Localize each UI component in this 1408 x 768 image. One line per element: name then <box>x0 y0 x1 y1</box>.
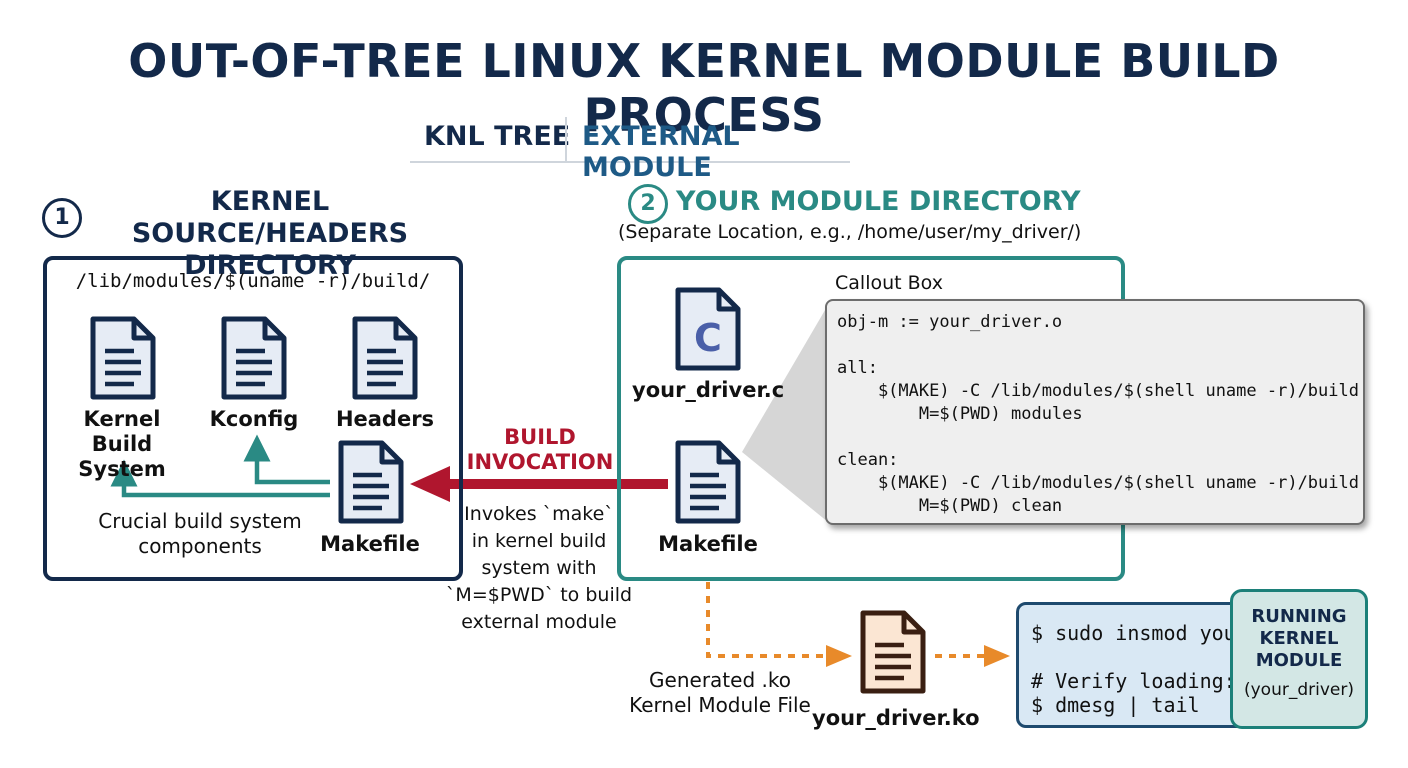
tab-external-module[interactable]: EXTERNAL MODULE <box>582 121 740 183</box>
kernel-build-system-label-line1: Kernel Build <box>83 407 161 456</box>
code-line: $(MAKE) -C /lib/modules/$(shell uname -r… <box>837 473 1359 493</box>
kernel-build-system-file[interactable] <box>90 316 156 405</box>
kernel-source-box <box>43 256 463 581</box>
kernel-build-system-label-line2: System <box>78 457 166 481</box>
build-invocation-note-line3: system with <box>481 557 597 579</box>
code-line <box>837 426 1363 449</box>
terminal-line: # Verify loading: <box>1031 669 1236 693</box>
kernel-section-title-line1: KERNEL SOURCE/HEADERS <box>131 186 409 249</box>
build-invocation-label: BUILD INVOCATION <box>450 425 630 475</box>
document-icon <box>90 316 156 400</box>
driver-source-file[interactable]: C <box>675 287 741 376</box>
ko-file-icon <box>860 610 926 694</box>
step-number-1: 1 <box>42 198 82 238</box>
kconfig-file[interactable] <box>221 316 287 405</box>
running-subtitle: (your_driver) <box>1243 680 1354 700</box>
code-line: obj-m := your_driver.o <box>837 312 1063 332</box>
callout-box-label: Callout Box <box>835 272 943 294</box>
module-section-title: YOUR MODULE DIRECTORY <box>676 186 1081 217</box>
code-line: all: <box>837 358 878 378</box>
document-icon <box>338 440 404 524</box>
dotted-arrow-shaft <box>706 582 826 658</box>
document-icon <box>221 316 287 400</box>
kernel-makefile-label: Makefile <box>320 532 420 556</box>
tab-knl-tree[interactable]: KNL TREE <box>424 121 571 152</box>
code-line: clean: <box>837 450 899 470</box>
ko-module-file[interactable] <box>860 610 926 699</box>
running-title-line1: RUNNING <box>1251 606 1347 627</box>
tab-separator <box>565 117 567 161</box>
kconfig-label: Kconfig <box>209 407 299 431</box>
arrowhead-to-terminal <box>984 645 1010 667</box>
kernel-components-note-line2: components <box>138 534 262 558</box>
code-line: M=$(PWD) clean <box>837 496 1063 516</box>
build-invocation-label-line2: INVOCATION <box>466 450 614 474</box>
terminal-line: $ dmesg | tail <box>1031 693 1200 717</box>
ko-file-label: your_driver.ko <box>812 706 980 730</box>
step-number-2: 2 <box>628 184 668 224</box>
build-invocation-note-line1: Invokes `make` <box>464 503 614 525</box>
module-makefile-label: Makefile <box>658 532 758 556</box>
build-invocation-note: Invokes `make` in kernel build system wi… <box>444 501 634 636</box>
generated-ko-note: Generated .ko Kernel Module File <box>610 668 830 718</box>
driver-source-label: your_driver.c <box>632 378 785 402</box>
build-invocation-note-line4: `M=$PWD` to build <box>445 584 633 606</box>
generated-ko-note-line1: Generated .ko <box>649 668 791 692</box>
build-invocation-note-line2: in kernel build <box>471 530 607 552</box>
kernel-section-title-line2: DIRECTORY <box>184 250 356 281</box>
build-invocation-label-line1: BUILD <box>504 425 576 449</box>
code-line <box>837 334 1363 357</box>
kernel-build-system-label: Kernel Build System <box>54 407 190 482</box>
code-line: M=$(PWD) modules <box>837 404 1083 424</box>
page-title: OUT-OF-TREE LINUX KERNEL MODULE BUILD PR… <box>128 34 1280 142</box>
kernel-makefile-file[interactable] <box>338 440 404 529</box>
tab-bar: KNL TREE EXTERNAL MODULE <box>410 117 850 183</box>
callout-pointer <box>742 305 828 522</box>
headers-file[interactable] <box>352 316 418 405</box>
headers-label: Headers <box>335 407 435 431</box>
document-icon <box>352 316 418 400</box>
kernel-section-title: KERNEL SOURCE/HEADERS DIRECTORY <box>78 186 462 282</box>
running-module-badge: RUNNING KERNEL MODULE (your_driver) <box>1230 589 1368 729</box>
code-line: $(MAKE) -C /lib/modules/$(shell uname -r… <box>837 381 1359 401</box>
c-source-file-icon: C <box>675 287 741 371</box>
generated-ko-note-line2: Kernel Module File <box>629 693 811 717</box>
build-invocation-note-line5: external module <box>461 611 617 633</box>
running-title-line2: KERNEL <box>1259 628 1339 649</box>
c-letter: C <box>694 316 722 360</box>
kernel-components-note: Crucial build system components <box>80 509 320 559</box>
module-section-subtitle: (Separate Location, e.g., /home/user/my_… <box>618 221 1082 243</box>
arrow-to-kconfig <box>243 434 330 485</box>
document-icon <box>675 440 741 524</box>
arrow-to-kernel-build-system <box>110 459 330 498</box>
kernel-build-path: /lib/modules/$(uname -r)/build/ <box>75 270 431 292</box>
running-title-line3: MODULE <box>1255 650 1343 671</box>
kernel-components-note-line1: Crucial build system <box>98 509 302 533</box>
makefile-callout: obj-m := your_driver.o all: $(MAKE) -C /… <box>825 299 1365 525</box>
dotted-arrowhead <box>826 645 852 667</box>
build-invocation-arrowhead <box>410 466 450 502</box>
module-makefile-file[interactable] <box>675 440 741 529</box>
